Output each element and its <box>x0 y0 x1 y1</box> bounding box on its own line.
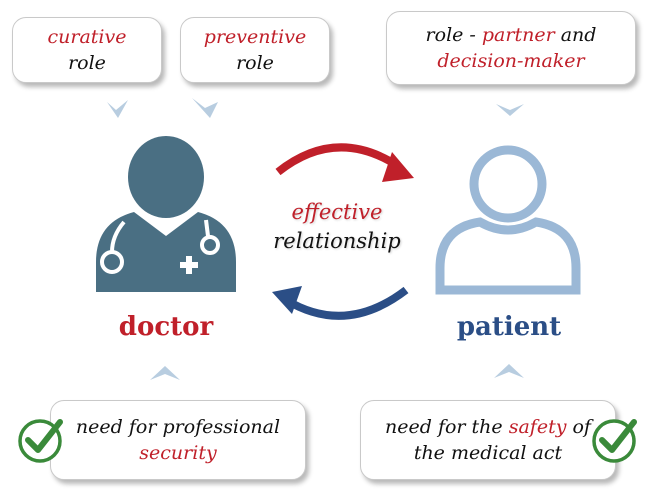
preventive-text: preventive <box>203 26 307 48</box>
doctor-label: doctor <box>118 312 214 342</box>
of-text: of <box>566 416 591 438</box>
role-prefix-text: role - <box>425 24 482 46</box>
decision-maker-text: decision-maker <box>437 50 585 72</box>
check-icon <box>18 419 63 463</box>
effective-text: effective <box>291 200 383 224</box>
need-for-the-text: need for the <box>385 416 509 438</box>
preventive-role-box: preventive role <box>180 17 330 83</box>
chevron-down-icon <box>107 100 128 118</box>
partner-line-1: role - partner and <box>426 22 597 48</box>
curative-role-text: role <box>68 52 106 74</box>
medical-act-text: the medical act <box>413 442 563 464</box>
chevron-up-icon <box>150 366 180 380</box>
effective-relationship-text: effective relationship <box>262 198 412 256</box>
professional-security-box: need for professional security <box>50 400 306 480</box>
arrow-right-icon <box>275 143 414 182</box>
arrow-left-icon <box>272 286 409 320</box>
medical-act-safety-box: need for the safety of the medical act <box>360 400 616 480</box>
chevron-up-icon <box>494 364 524 378</box>
partner-role-box: role - partner and decision-maker <box>386 11 636 85</box>
partner-text: partner <box>481 24 555 46</box>
safety-text: safety <box>508 416 567 438</box>
and-text: and <box>554 24 597 46</box>
chevron-down-icon <box>192 98 218 118</box>
chevron-down-icon <box>496 104 524 116</box>
relationship-text: relationship <box>273 229 401 253</box>
security-text: security <box>139 442 217 464</box>
patient-label: patient <box>456 312 562 342</box>
curative-text: curative <box>47 26 127 48</box>
patient-icon <box>435 145 581 295</box>
preventive-role-text: role <box>236 52 274 74</box>
safety-line-1: need for the safety of <box>385 414 591 440</box>
curative-role-box: curative role <box>12 17 162 83</box>
check-icon <box>592 419 637 463</box>
doctor-icon <box>96 136 236 292</box>
need-professional-text: need for professional <box>75 416 281 438</box>
